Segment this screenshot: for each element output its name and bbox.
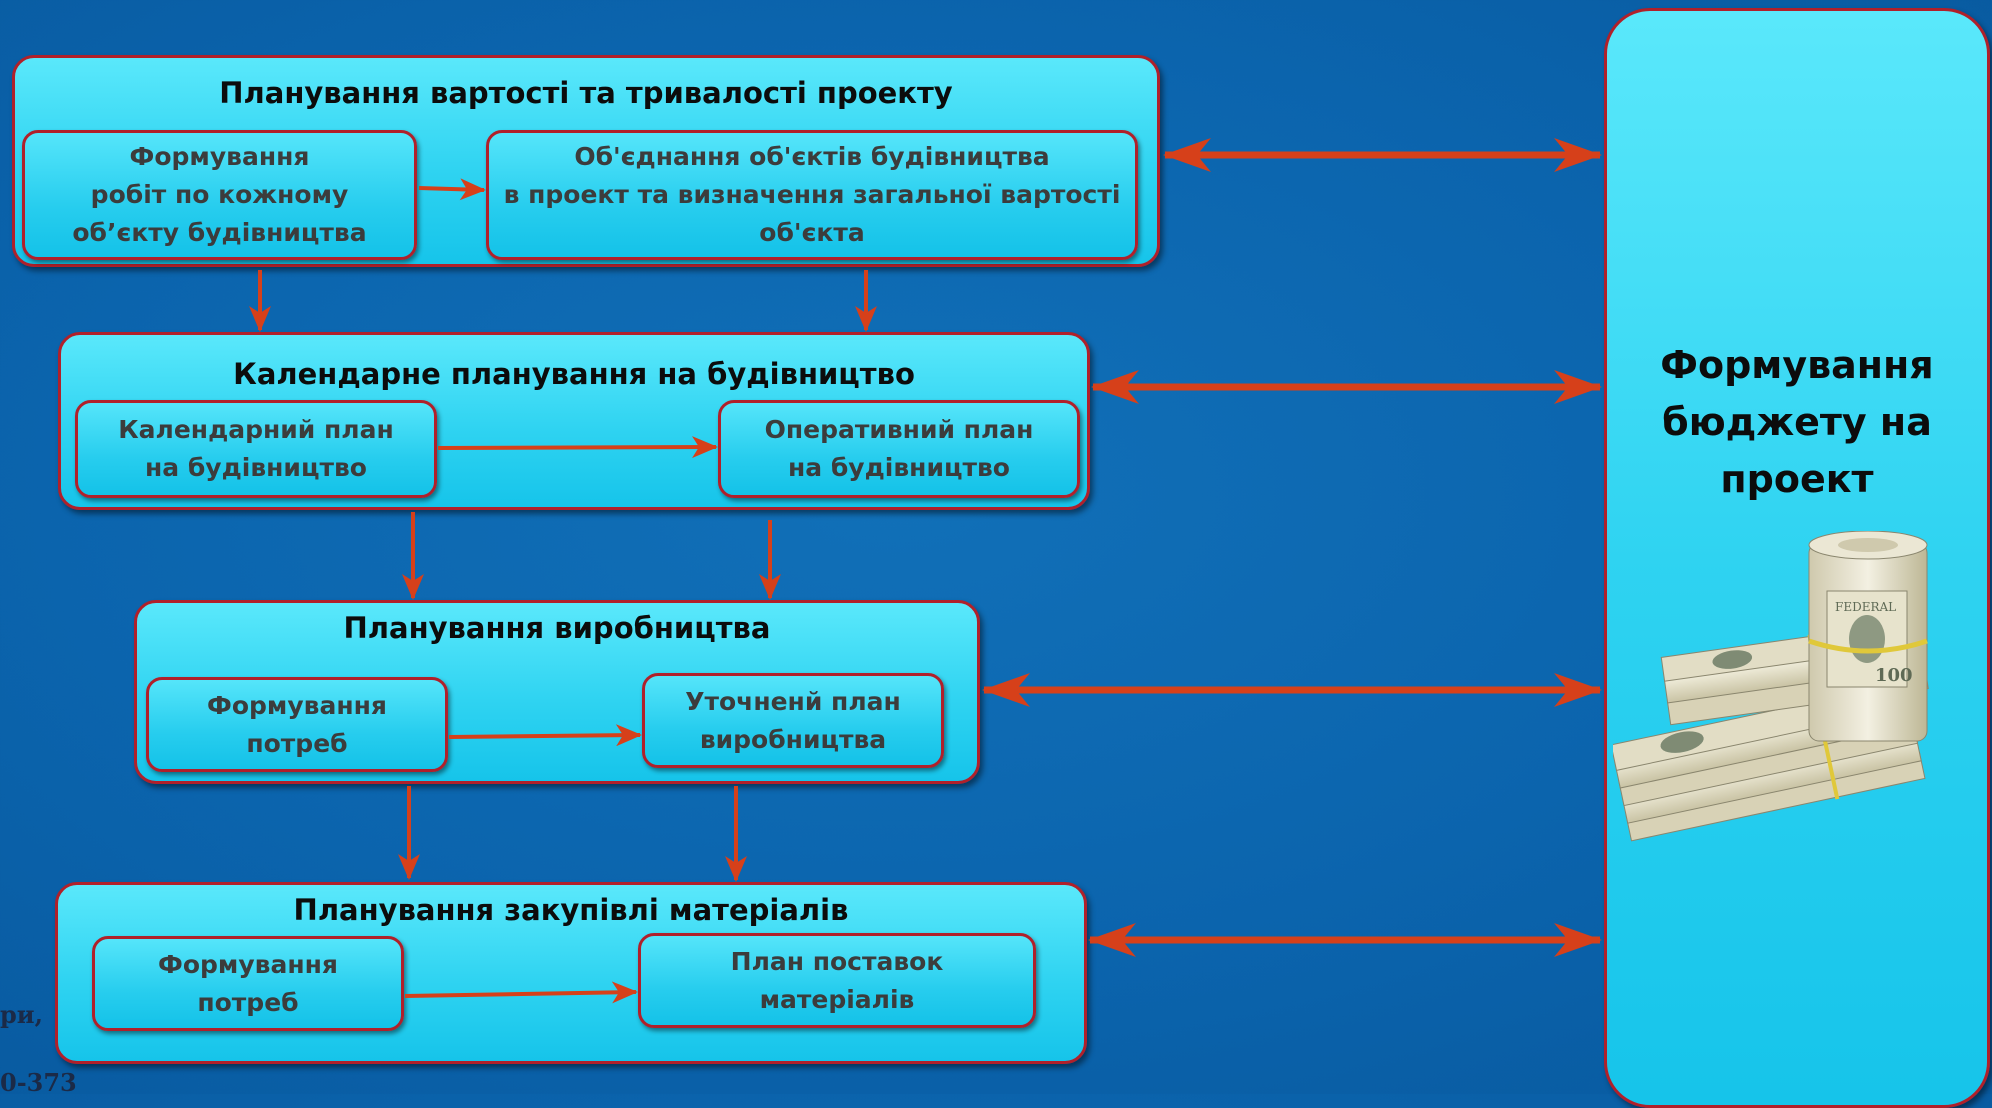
money-stack-icon: 100 100 FEDERAL 100 [1613,531,1929,842]
node-operative-plan: Оперативний план на будівництво [718,400,1080,498]
node-delivery-plan: План поставок матеріалів [638,933,1036,1028]
node-needs-formation-2: Формування потреб [92,936,404,1031]
block-title: Планування закупівлі матеріалів [293,893,849,927]
footnote-line-1: ри, [0,1000,43,1029]
node-needs-formation: Формування потреб [146,677,448,772]
svg-text:FEDERAL: FEDERAL [1835,600,1896,614]
block-title: Календарне планування на будівництво [233,357,915,391]
budget-title: Формування бюджету на проект [1660,343,1934,501]
node-objects-merge: Об'єднання об'єктів будівництва в проект… [486,130,1138,260]
node-calendar-plan: Календарний план на будівництво [75,400,437,498]
node-refined-plan: Уточненй план виробництва [642,673,944,768]
block-title: Планування вартості та тривалості проект… [219,76,953,110]
svg-text:100: 100 [1875,665,1913,686]
budget-panel: Формування бюджету на проект 100 [1604,8,1990,1108]
footnote-line-2: 0-373 [0,1068,77,1097]
node-works-formation: Формування робіт по кожному об’єкту буді… [22,130,417,260]
block-title: Планування виробництва [343,611,771,645]
